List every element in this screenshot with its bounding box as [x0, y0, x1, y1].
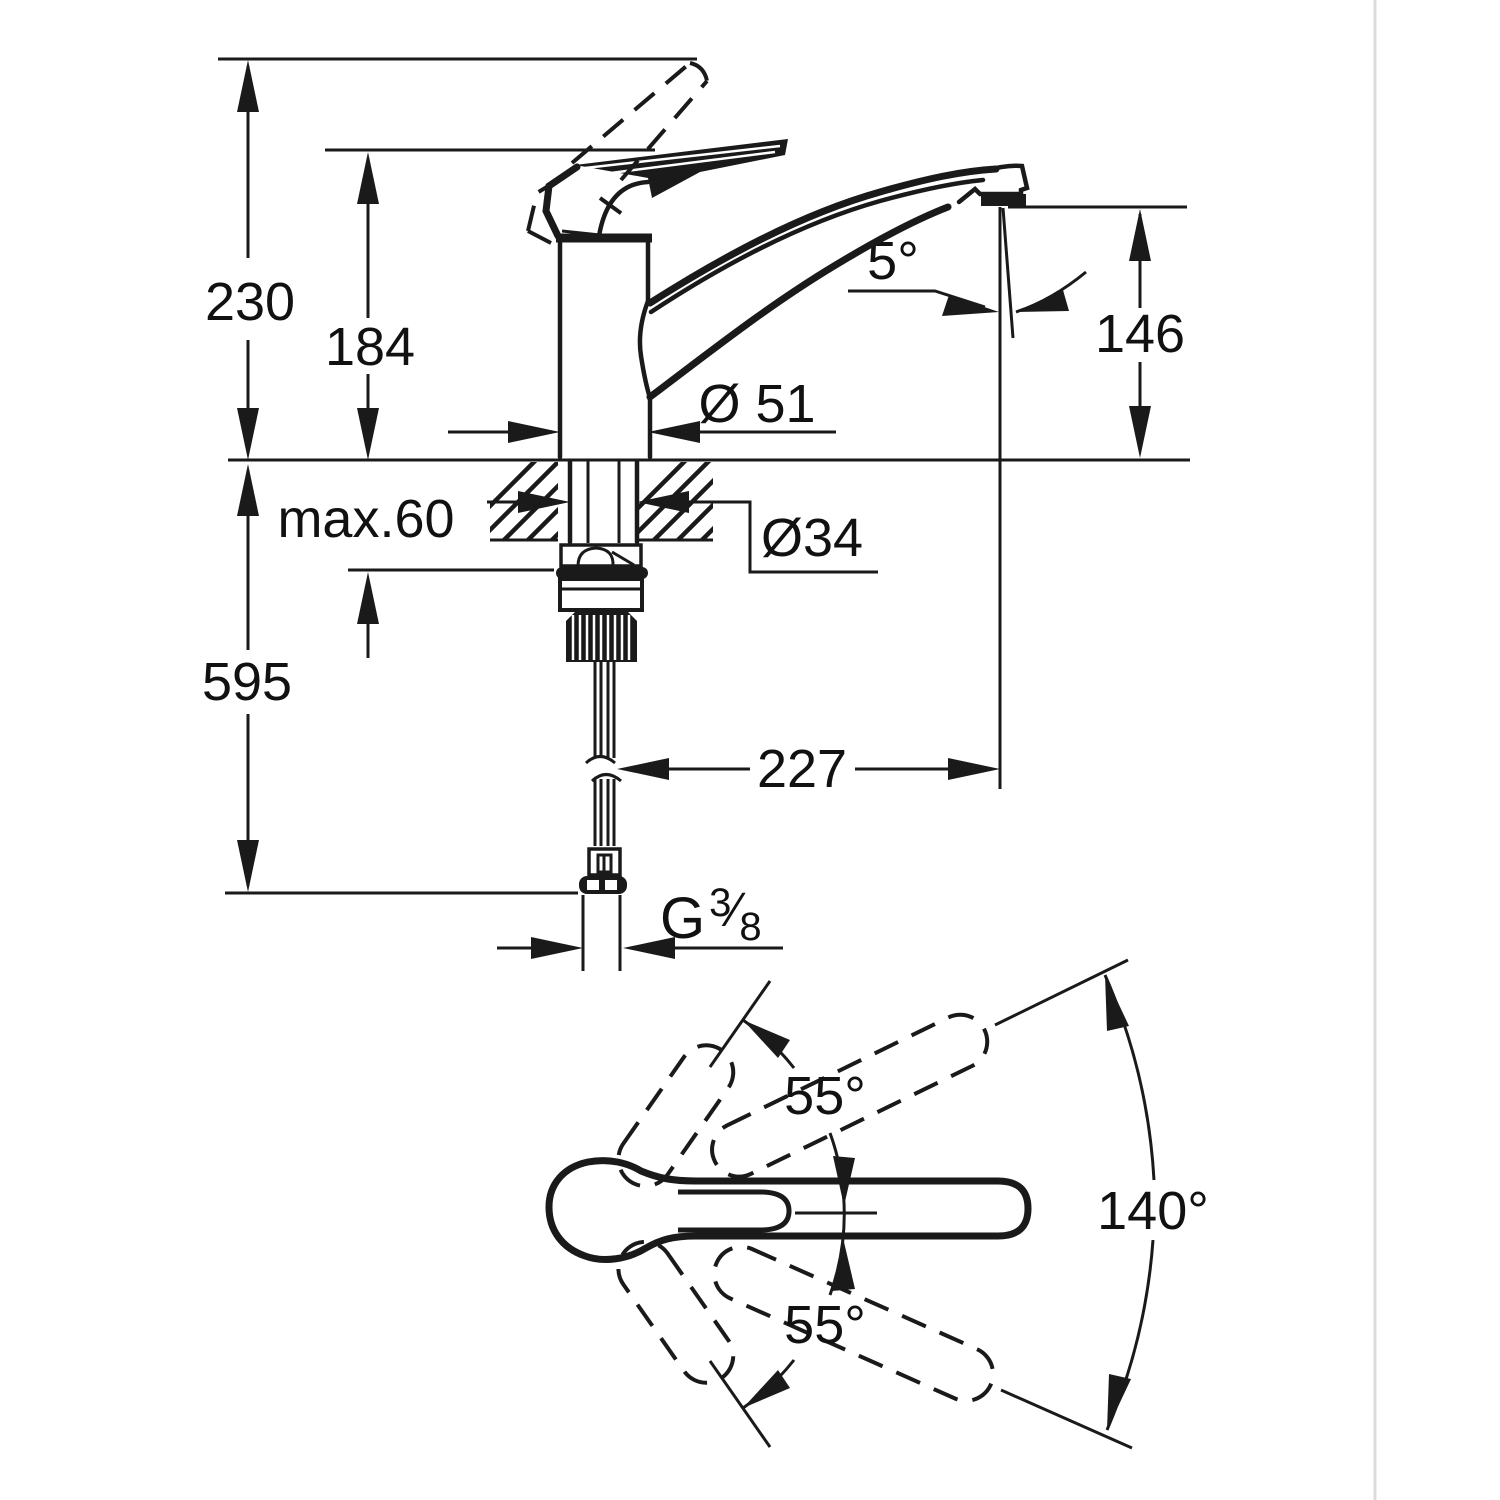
arrow-left — [617, 758, 669, 780]
arrow-up — [357, 572, 379, 624]
spout-inner-curve — [648, 177, 986, 315]
handle-solid-top-view — [545, 1157, 1032, 1263]
arrow-up — [237, 464, 259, 516]
dim-label-140: 140° — [1097, 1181, 1209, 1241]
handle-cap-outline — [542, 163, 581, 240]
arrow-left — [623, 937, 675, 959]
radial-55-up — [708, 980, 772, 1068]
arrow-down — [237, 408, 259, 460]
arrow-down — [357, 408, 379, 460]
swivel-annotations: 55° 55° 140° — [708, 958, 1209, 1450]
dim-max60: max.60 — [277, 489, 554, 658]
arrow-right — [531, 937, 583, 959]
faucet-side-view — [526, 61, 1030, 460]
arrow-55-up — [743, 1020, 790, 1058]
arrow-up — [1129, 209, 1151, 261]
counter-cross-section — [228, 458, 1190, 545]
arrow-down — [1129, 406, 1151, 458]
handle-dashed-up-steep — [616, 1043, 736, 1189]
dim-label-dia51: Ø 51 — [698, 374, 815, 434]
dim-dia51: Ø 51 — [448, 374, 836, 443]
supply-pipe — [584, 662, 622, 846]
g38-connector-nut — [579, 876, 627, 894]
dim-label-55-upper: 55° — [784, 1066, 866, 1126]
dim-label-230: 230 — [205, 272, 295, 332]
hatch-left — [490, 462, 558, 539]
dim-label-227: 227 — [757, 739, 847, 799]
dim-label-dia34: Ø34 — [761, 508, 863, 568]
handle-top-view: 55° 55° 140° — [545, 958, 1209, 1450]
dim-184: 184 — [325, 148, 655, 460]
arrow-to-stream — [942, 295, 999, 316]
radial-55-down — [708, 1360, 772, 1448]
handle-lever-solid — [575, 139, 788, 198]
dim-label-55-lower: 55° — [784, 1295, 866, 1355]
handle-lever-raised-dashed — [526, 61, 709, 245]
arrow-up — [357, 152, 379, 204]
hatch-right — [637, 462, 713, 539]
dim-label-max60: max.60 — [277, 489, 454, 549]
spout-top-curve — [646, 165, 1000, 307]
dim-146: 146 — [1008, 205, 1187, 458]
handle-dashed-down-right — [712, 1244, 996, 1403]
arrow-140-bottom — [1107, 1374, 1131, 1430]
handle-cap-dome — [596, 179, 651, 239]
mounting-washer — [559, 543, 643, 568]
seal-ring — [556, 567, 648, 579]
cartridge-body — [558, 577, 644, 612]
dim-230: 230 — [205, 57, 697, 460]
dim-dia34: Ø34 — [487, 491, 878, 574]
pipe-break-mark — [584, 755, 616, 765]
arrow-right — [508, 421, 560, 443]
water-stream-line — [1001, 207, 1015, 339]
nut-ridges — [571, 615, 631, 660]
dim-5deg: 5° — [848, 207, 1087, 339]
arrow-55-down — [743, 1370, 790, 1408]
arrow-down — [237, 840, 259, 892]
supply-assembly — [556, 543, 648, 971]
dim-label-595: 595 — [202, 652, 292, 712]
arrow-140-top — [1105, 975, 1129, 1031]
handle-dashed-up-right — [710, 1012, 990, 1179]
spout — [646, 163, 1030, 401]
arrow-center-down — [833, 1156, 855, 1206]
spout-neck-curve — [637, 298, 653, 401]
aerator — [981, 194, 1026, 206]
radial-limit-up — [994, 958, 1129, 1027]
arrow-right — [948, 758, 1000, 780]
dim-label-184: 184 — [325, 317, 415, 377]
arrow-up — [237, 60, 259, 112]
arrow-left — [648, 421, 700, 443]
arrow-center-up — [832, 1242, 855, 1291]
leader-line — [685, 500, 878, 574]
spout-bottom-curve — [646, 203, 952, 401]
radial-limit-down — [1000, 1388, 1133, 1450]
handle-inner-outline — [678, 1189, 792, 1233]
dim-227: 227 — [617, 207, 1002, 799]
arrow-to-plumb — [1016, 290, 1069, 312]
dim-label-146: 146 — [1095, 304, 1185, 364]
dim-595: 595 — [202, 464, 578, 895]
